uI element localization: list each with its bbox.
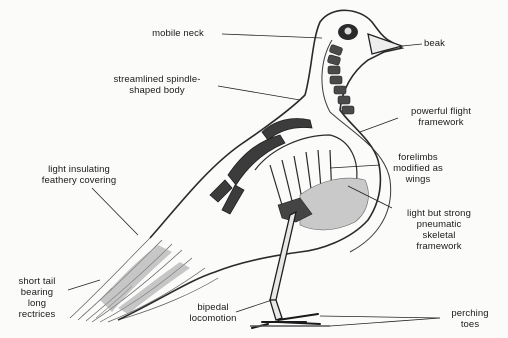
label-mobile-neck: mobile neck — [130, 28, 226, 39]
leader-flight-framework — [360, 118, 398, 132]
leader-mobile-neck — [222, 34, 322, 38]
leg — [270, 212, 296, 320]
leader-feathery-covering — [92, 188, 138, 235]
label-bipedal: bipedal locomotion — [178, 302, 248, 324]
label-feathery-covering: light insulating feathery covering — [20, 164, 138, 186]
label-streamlined-body: streamlined spindle- shaped body — [92, 74, 222, 96]
leader-forelimbs — [330, 165, 380, 168]
leader-streamlined-body — [218, 86, 300, 100]
leader-perching-toes-1 — [320, 316, 440, 318]
leader-perching-toes-2 — [330, 318, 440, 326]
label-beak: beak — [424, 38, 474, 49]
label-short-tail: short tail bearing long rectrices — [2, 276, 72, 320]
label-forelimbs: forelimbs modified as wings — [378, 152, 458, 185]
body-outline — [118, 10, 402, 320]
label-flight-framework: powerful flight framework — [396, 106, 486, 128]
label-perching-toes: perching toes — [440, 308, 500, 330]
label-pneumatic-skeleton: light but strong pneumatic skeletal fram… — [388, 208, 490, 252]
leader-short-tail — [68, 280, 100, 290]
leader-beak — [402, 44, 422, 46]
